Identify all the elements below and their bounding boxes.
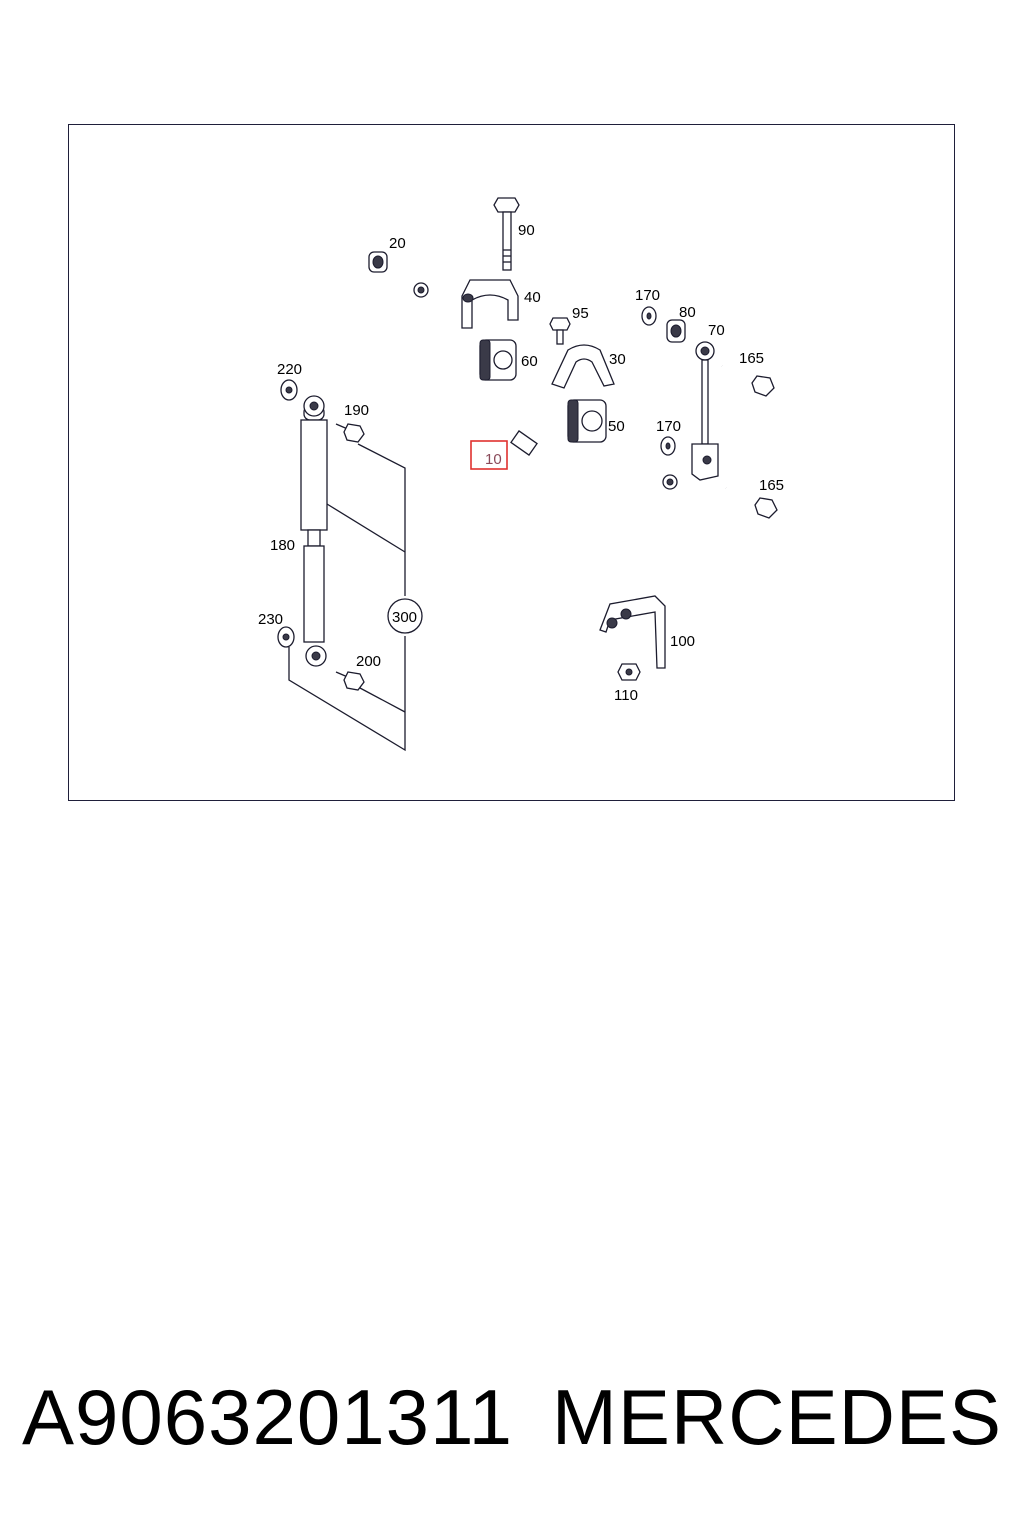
callout-95: 95 (572, 305, 589, 322)
bolt-165-lower[interactable] (725, 486, 778, 519)
callout-220: 220 (277, 361, 302, 378)
kit-300-bracket (288, 443, 406, 752)
callout-80: 80 (679, 304, 696, 321)
callout-20: 20 (389, 235, 406, 252)
callout-50: 50 (608, 418, 625, 435)
footer: A9063201311 MERCEDES (0, 1372, 1024, 1472)
bracket-100[interactable] (599, 595, 666, 669)
callout-230: 230 (258, 611, 283, 628)
callout-90: 90 (518, 222, 535, 239)
clamp-30[interactable] (551, 344, 615, 389)
stabilizer-bar[interactable] (336, 282, 678, 513)
bolt-190[interactable] (335, 423, 365, 443)
callout-165-upper: 165 (739, 350, 764, 367)
callout-170-lower: 170 (656, 418, 681, 435)
callout-70: 70 (708, 322, 725, 339)
callout-10: 10 (485, 451, 502, 468)
link-rod-70[interactable] (691, 341, 719, 481)
bolt-95[interactable] (549, 317, 571, 345)
exploded-parts-diagram: 10 20 90 40 95 60 30 50 170 80 70 165 17… (258, 197, 784, 752)
rubber-mount-50[interactable] (567, 399, 607, 443)
callout-180: 180 (270, 537, 295, 554)
bolt-110[interactable] (617, 663, 641, 681)
callout-100: 100 (670, 633, 695, 650)
shock-absorber-180[interactable] (300, 395, 328, 667)
callout-165-lower: 165 (759, 477, 784, 494)
washer-170-upper[interactable] (641, 306, 657, 326)
part-number: A9063201311 (22, 1373, 514, 1461)
callout-60: 60 (521, 353, 538, 370)
callout-190: 190 (344, 402, 369, 419)
bolt-200[interactable] (335, 671, 365, 691)
rubber-mount-60[interactable] (479, 339, 517, 381)
washer-230[interactable] (277, 626, 295, 648)
clamp-40[interactable] (461, 279, 519, 329)
callout-170-upper: 170 (635, 287, 660, 304)
callout-300: 300 (392, 609, 417, 626)
bolt-90[interactable] (493, 197, 520, 271)
bolt-165-upper[interactable] (721, 364, 775, 397)
callout-40: 40 (524, 289, 541, 306)
washer-170-lower[interactable] (660, 436, 676, 456)
kit-300-badge[interactable] (387, 598, 423, 634)
bushing-80[interactable] (666, 319, 686, 343)
callout-110: 110 (614, 687, 638, 704)
callout-30: 30 (609, 351, 626, 368)
highlight-box (470, 440, 508, 470)
washer-220[interactable] (280, 379, 298, 401)
brand-name: MERCEDES (551, 1373, 1002, 1461)
callout-200: 200 (356, 653, 381, 670)
bushing-20[interactable] (368, 251, 388, 273)
